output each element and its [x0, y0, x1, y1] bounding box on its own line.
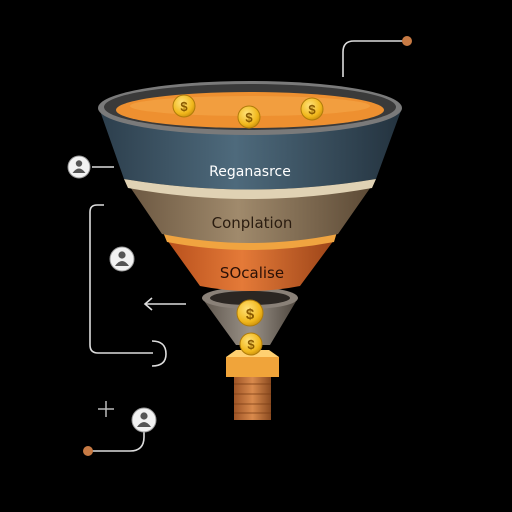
- left-bracket: [89, 204, 167, 367]
- user-icon: [72, 160, 86, 173]
- user-icon: [137, 412, 151, 427]
- dollar-coin-icon: $: [300, 97, 324, 121]
- user-badge-top: [67, 155, 114, 179]
- user-badge-bottom: [83, 407, 157, 456]
- arrow-left-icon: [143, 297, 186, 311]
- svg-text:$: $: [246, 306, 255, 323]
- plus-icon: [98, 401, 114, 417]
- user-badge-middle: [109, 246, 135, 272]
- svg-text:$: $: [245, 110, 253, 125]
- dollar-coin-icon: $: [237, 105, 261, 129]
- stage-label-3: SOcalise: [220, 264, 284, 282]
- user-icon: [115, 251, 129, 266]
- stage-label-1: Reganasrce: [209, 164, 291, 180]
- dollar-coin-icon: $: [172, 94, 196, 118]
- stage-label-2: Conplation: [212, 214, 293, 232]
- dollar-coin-icon: $: [236, 299, 264, 327]
- funnel: Reganasrce Conplation SOcalise: [98, 81, 402, 420]
- coins: $ $ $ $ $: [172, 94, 324, 356]
- funnel-stage-2: [126, 181, 375, 243]
- svg-text:$: $: [180, 99, 188, 114]
- connector-start-dot: [83, 446, 93, 456]
- connector-end-dot: [402, 36, 412, 46]
- dollar-coin-icon: $: [239, 332, 263, 356]
- svg-text:$: $: [247, 337, 255, 352]
- top-right-connector: [342, 36, 412, 77]
- funnel-outlet: [226, 350, 279, 420]
- svg-text:$: $: [308, 102, 316, 117]
